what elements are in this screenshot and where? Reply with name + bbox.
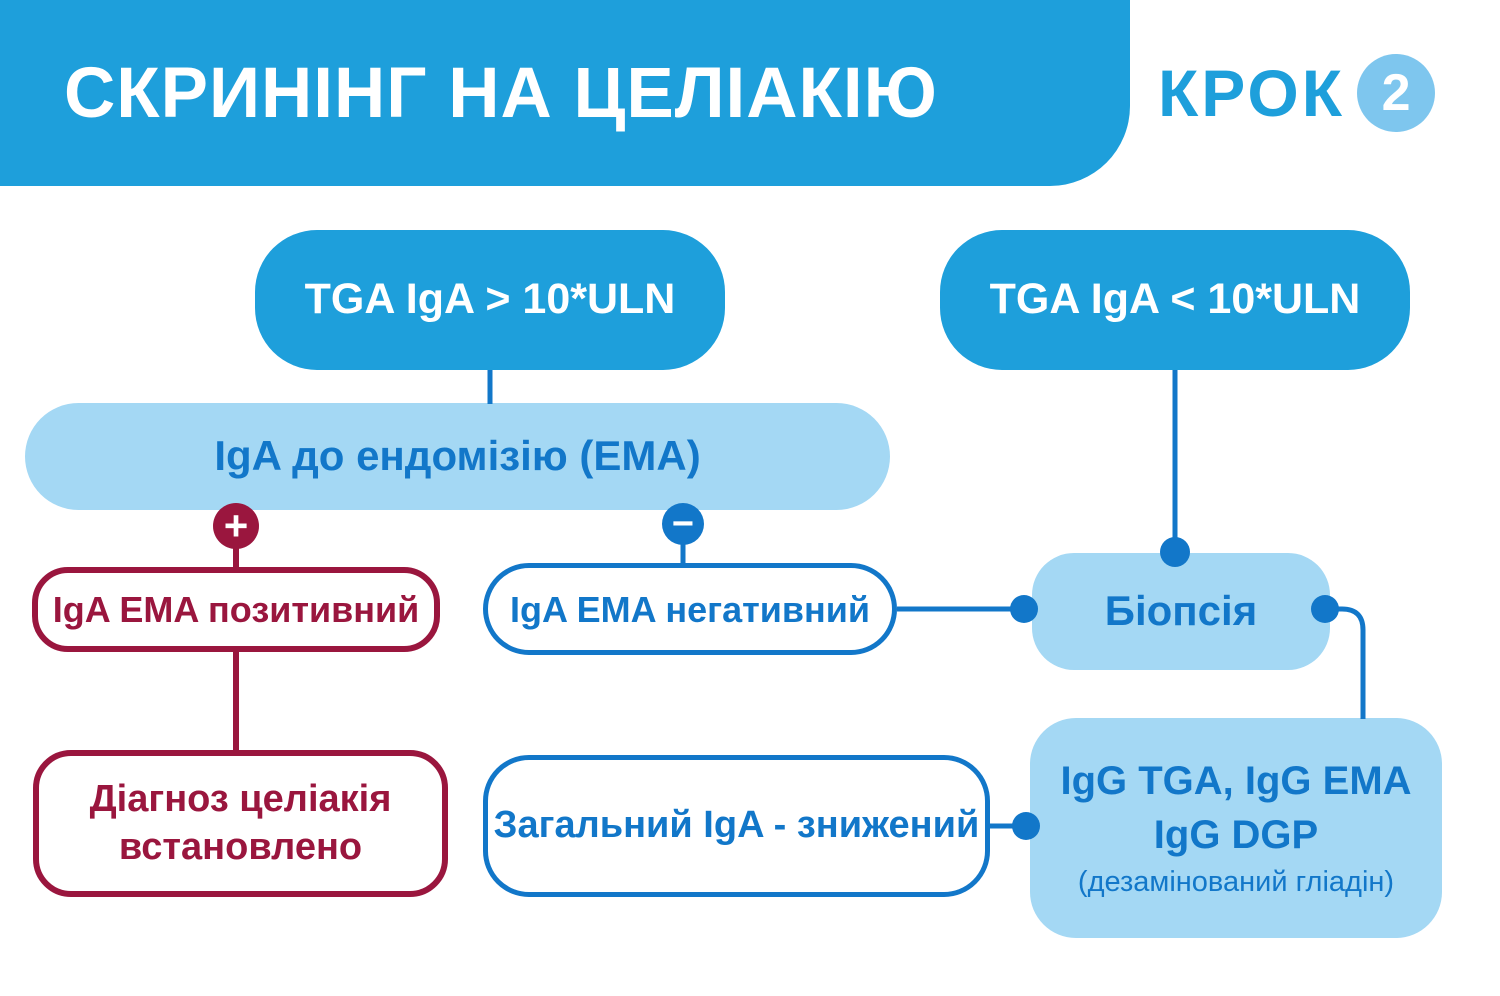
node-tga-low-label: TGA IgA < 10*ULN (989, 275, 1361, 324)
node-igg-tests-line1: IgG TGA, IgG EMA (1060, 758, 1412, 803)
step-number-badge: 2 (1357, 54, 1436, 132)
node-ema-negative: IgA EMA негативний (483, 563, 897, 655)
node-ema-label: IgA до ендомізію (EMA) (214, 432, 701, 480)
node-tga-low: TGA IgA < 10*ULN (940, 230, 1410, 370)
connector-biopsy-igg (1325, 606, 1366, 719)
minus-result-badge: − (662, 503, 704, 545)
step-number: 2 (1381, 64, 1411, 122)
node-ema-positive-label: IgA EMA позитивний (52, 589, 420, 630)
node-biopsy: Біопсія (1032, 553, 1330, 670)
node-diagnosis: Діагноз целіакія встановлено (33, 750, 448, 897)
node-tga-high: TGA IgA > 10*ULN (255, 230, 725, 370)
page-title: СКРИНІНГ НА ЦЕЛІАКІЮ (64, 53, 938, 133)
node-igg-tests-line2: IgG DGP (1153, 812, 1319, 857)
node-ema-negative-label: IgA EMA негативний (510, 588, 870, 630)
node-ema: IgA до ендомізію (EMA) (25, 403, 890, 510)
node-diagnosis-line2: встановлено (118, 825, 363, 868)
node-igg-tests: IgG TGA, IgG EMA IgG DGP (дезамінований … (1030, 718, 1442, 938)
node-total-iga: Загальний IgA - знижений (483, 755, 990, 897)
plus-result-badge: + (213, 503, 259, 549)
node-igg-tests-line3: (дезамінований гліадін) (1077, 865, 1395, 898)
step-label: КРОК (1158, 56, 1346, 130)
node-diagnosis-line1: Діагноз целіакія (89, 778, 392, 820)
node-ema-positive: IgA EMA позитивний (32, 567, 440, 652)
header-banner: СКРИНІНГ НА ЦЕЛІАКІЮ (0, 0, 1130, 186)
node-total-iga-label: Загальний IgA - знижений (493, 804, 980, 847)
step-indicator: КРОК 2 (1158, 54, 1436, 132)
node-biopsy-label: Біопсія (1104, 587, 1258, 635)
node-tga-high-label: TGA IgA > 10*ULN (304, 275, 676, 324)
minus-icon: − (671, 503, 695, 545)
plus-icon: + (223, 502, 249, 549)
